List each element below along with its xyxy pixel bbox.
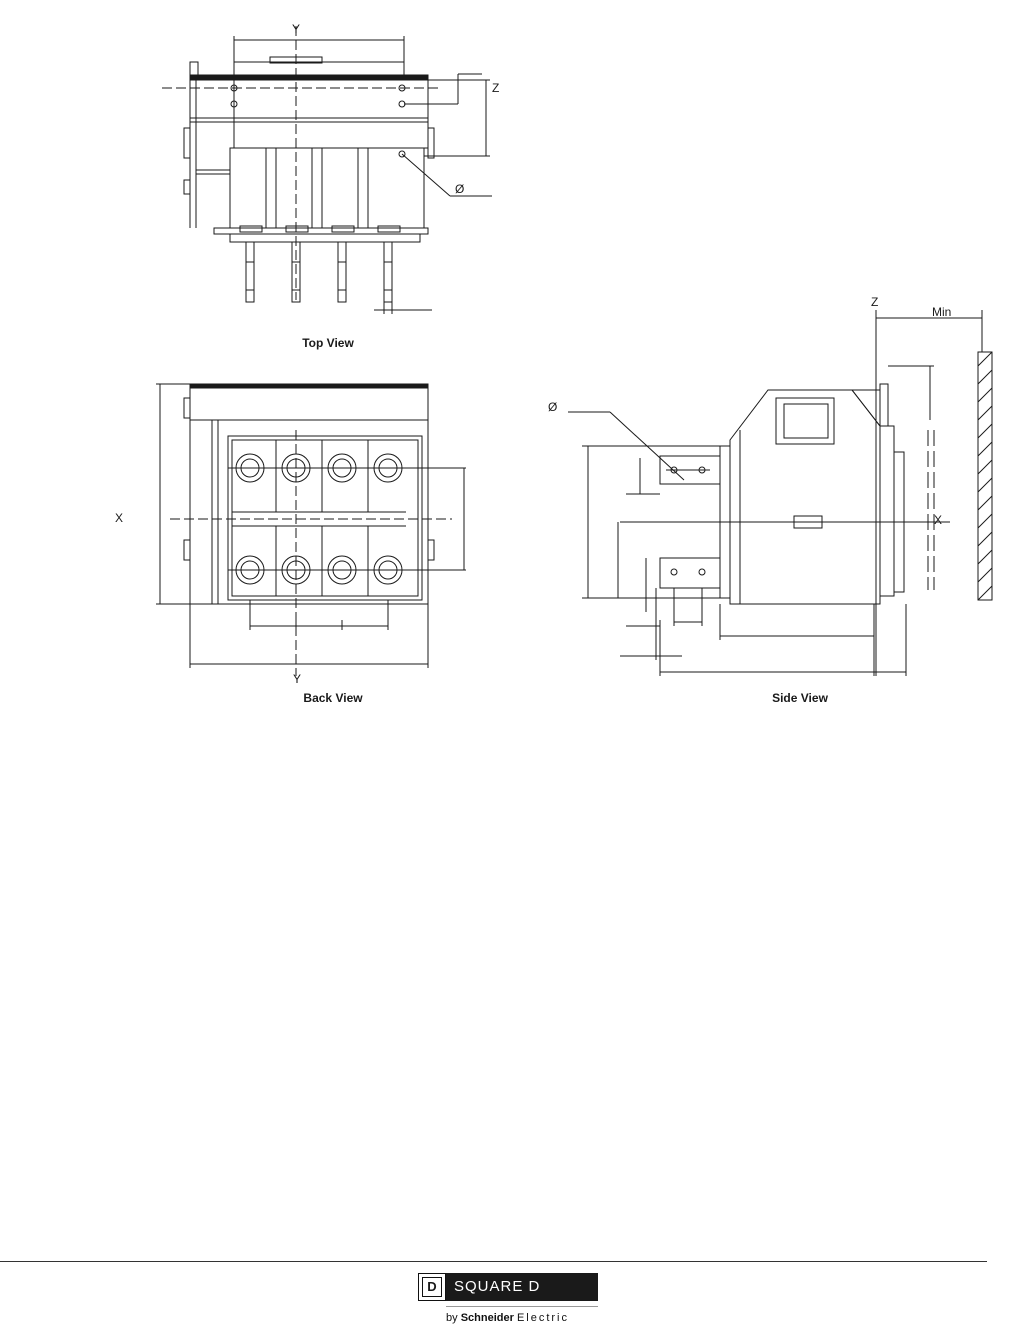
back-view-axis-y-label: Y <box>293 672 302 686</box>
side-view-axis-x-label: X <box>934 513 943 527</box>
division-name: Electric <box>516 1312 569 1324</box>
side-view-diameter-label: Ø <box>548 400 558 414</box>
top-view-drawing <box>162 26 492 314</box>
logo-mark-letter: D <box>422 1277 442 1297</box>
side-view-axis-z-label: Z <box>871 295 879 309</box>
top-view-axis-y-label: Y <box>292 22 301 36</box>
technical-drawing <box>156 26 993 676</box>
wall-hatch <box>977 351 993 601</box>
footer-divider <box>0 1261 987 1262</box>
square-d-logo: D SQUARE D <box>418 1273 598 1301</box>
side-view-drawing <box>568 310 983 676</box>
by-word: by <box>446 1312 458 1324</box>
brand-name: SQUARE D <box>446 1273 598 1301</box>
top-view-axis-z-label: Z <box>492 81 500 95</box>
back-view-caption: Back View <box>303 691 363 705</box>
side-view-min-label: Min <box>932 305 952 319</box>
back-view-axis-x-label: X <box>115 511 124 525</box>
company-name: Schneider <box>460 1312 514 1324</box>
by-schneider-electric: by Schneider Electric <box>446 1312 569 1324</box>
square-d-mark-icon: D <box>418 1273 446 1301</box>
top-view-diameter-label: Ø <box>455 182 465 196</box>
side-view-caption: Side View <box>772 691 828 705</box>
top-view-caption: Top View <box>302 336 354 350</box>
logo-underline <box>446 1306 598 1307</box>
back-view-drawing <box>156 383 466 676</box>
